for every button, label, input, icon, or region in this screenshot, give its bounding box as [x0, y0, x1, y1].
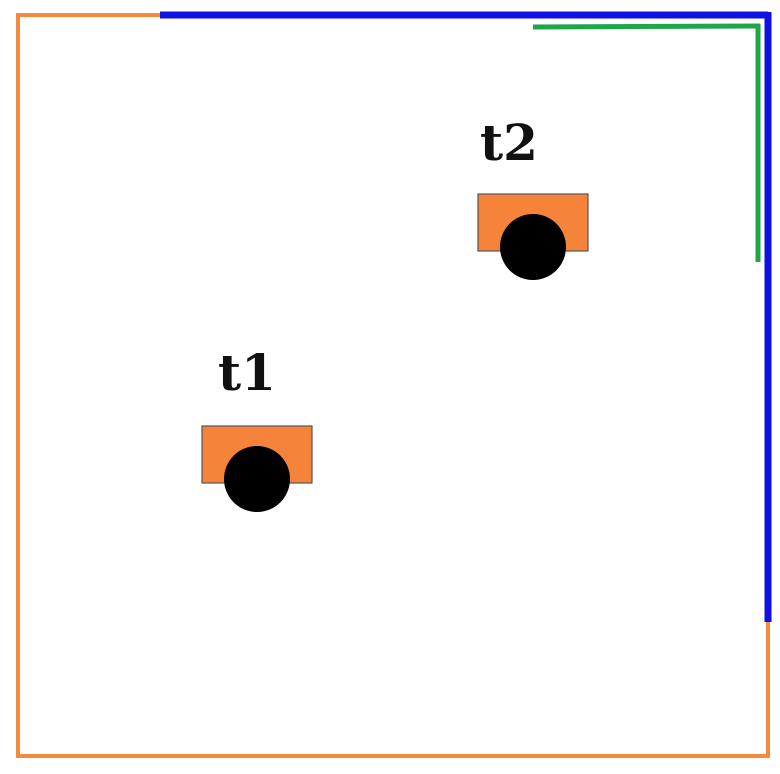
robot-wheel-t1 — [224, 446, 290, 512]
robot-t2: t2 — [477, 113, 589, 280]
inner-segment — [532, 23, 761, 262]
robot-label-t1: t1 — [218, 343, 276, 402]
robot-t1: t1 — [201, 343, 313, 512]
inner-horizontal-segment — [532, 23, 761, 30]
robot-wheel-t2 — [500, 214, 566, 280]
robot-label-t2: t2 — [480, 113, 538, 172]
room-boundary — [16, 13, 770, 758]
highlighted-wall — [160, 11, 772, 622]
